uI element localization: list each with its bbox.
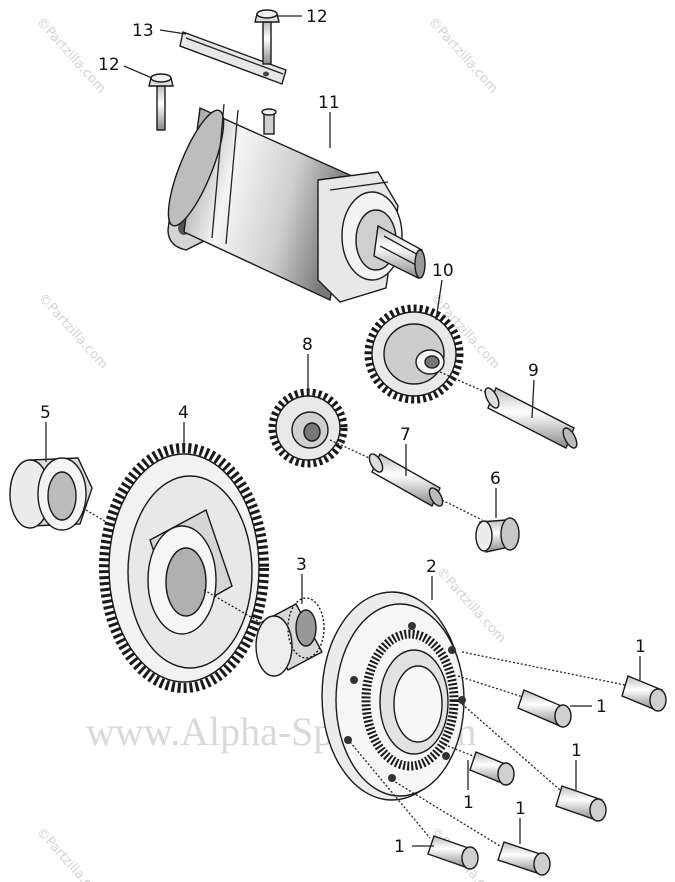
label-1-b: 1	[596, 697, 607, 717]
part-1-bolt-e	[391, 779, 551, 876]
label-5: 5	[40, 403, 51, 423]
label-6: 6	[490, 469, 501, 489]
part-6-bushing	[475, 517, 520, 553]
label-3: 3	[296, 555, 307, 575]
part-labels: 13 12 12 11 10 9 8 7 6 5 4 3 2 1 1 1 1 1…	[40, 7, 646, 857]
part-1-bolt-f	[349, 741, 479, 870]
part-1-bolt-b	[457, 675, 572, 728]
label-2: 2	[426, 557, 437, 577]
part-4-driven-gear	[99, 443, 271, 693]
label-4: 4	[178, 403, 189, 423]
partzilla-watermark: ©Partzilla.com	[33, 825, 109, 882]
part-5-seal	[9, 457, 151, 549]
part-1-bolt-a	[461, 651, 667, 712]
label-13: 13	[132, 21, 154, 41]
label-12-left: 12	[98, 55, 120, 75]
part-10-gear	[364, 304, 464, 404]
part-12-bolt-left	[148, 73, 174, 131]
label-1-f: 1	[394, 837, 405, 857]
partzilla-watermark: ©Partzilla.com	[35, 291, 111, 373]
label-11: 11	[318, 93, 340, 113]
part-9-pin	[439, 371, 578, 449]
part-11-starter-motor	[167, 103, 426, 303]
label-8: 8	[302, 335, 313, 355]
part-3-needle-bearing	[255, 597, 325, 677]
label-1-d: 1	[463, 793, 474, 813]
partzilla-watermark: ©Partzilla.com	[425, 15, 501, 97]
part-1-bolt-c	[447, 745, 515, 786]
label-1-a: 1	[635, 637, 646, 657]
part-7-pin	[329, 439, 483, 521]
part-12-bolt-top	[254, 9, 280, 65]
part-2-one-way-clutch	[321, 591, 466, 801]
label-7: 7	[400, 425, 411, 445]
label-9: 9	[528, 361, 539, 381]
part-8-gear	[268, 388, 348, 468]
leader-lines	[45, 15, 641, 847]
label-12-top: 12	[306, 7, 328, 27]
label-1-c: 1	[571, 741, 582, 761]
label-1-e: 1	[515, 799, 526, 819]
label-10: 10	[432, 261, 454, 281]
part-1-bolt-d	[461, 703, 607, 822]
part-13-plate	[179, 31, 287, 85]
